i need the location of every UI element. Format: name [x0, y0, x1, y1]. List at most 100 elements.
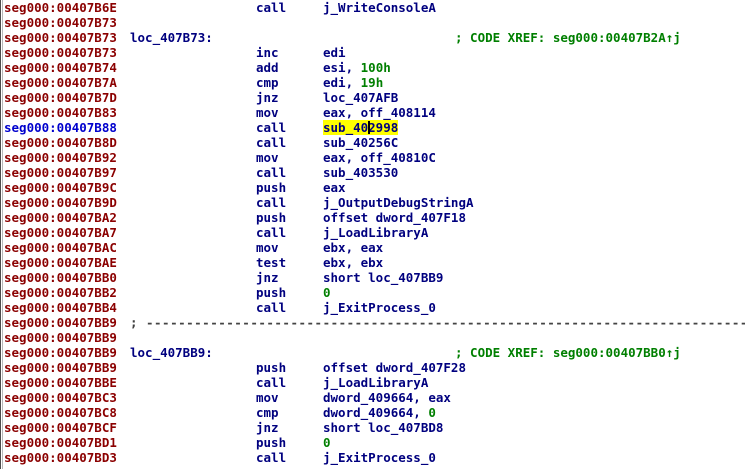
instruction-operands[interactable]: dword_409664, 0 [323, 405, 436, 420]
instruction-operands[interactable]: eax [323, 180, 346, 195]
instruction-mnemonic[interactable]: push [256, 435, 287, 450]
instruction-operands[interactable]: short loc_407BD8 [323, 420, 443, 435]
operand-text[interactable]: j_ExitProcess_0 [323, 450, 436, 465]
instruction-operands[interactable]: edi, 19h [323, 75, 383, 90]
instruction-operands[interactable]: sub_40256C [323, 135, 398, 150]
instruction-operands[interactable]: j_ExitProcess_0 [323, 300, 436, 315]
instruction-operands[interactable]: esi, 100h [323, 60, 391, 75]
instruction-mnemonic[interactable]: call [256, 0, 287, 15]
instruction-operands[interactable]: 0 [323, 435, 331, 450]
instruction-operands[interactable]: sub_403530 [323, 165, 398, 180]
operand-text[interactable]: j_LoadLibraryA [323, 225, 429, 240]
instruction-mnemonic[interactable]: cmp [256, 405, 279, 420]
instruction-mnemonic[interactable]: call [256, 165, 287, 180]
instruction-operands[interactable]: j_LoadLibraryA [323, 225, 428, 240]
instruction-mnemonic[interactable]: call [256, 120, 287, 135]
instruction-operands[interactable]: offset dword_407F18 [323, 210, 466, 225]
code-line[interactable]: seg000:00407BB9 [4, 330, 745, 345]
operand-text[interactable]: j_LoadLibraryA [323, 375, 429, 390]
instruction-mnemonic[interactable]: call [256, 195, 287, 210]
instruction-operands[interactable]: edi [323, 45, 346, 60]
instruction-operands[interactable]: eax, off_40810C [323, 150, 436, 165]
instruction-operands[interactable]: j_WriteConsoleA [323, 0, 436, 15]
operand-text[interactable]: edi, [323, 75, 361, 90]
instruction-mnemonic[interactable]: mov [256, 105, 279, 120]
instruction-operands[interactable]: short loc_407BB9 [323, 270, 443, 285]
instruction-operands[interactable]: loc_407AFB [323, 90, 398, 105]
highlighted-operand[interactable]: sub_402998 [323, 120, 399, 135]
operand-text[interactable]: offset dword_407F18 [323, 210, 466, 225]
operand-text[interactable]: esi, [323, 60, 361, 75]
instruction-mnemonic[interactable]: call [256, 135, 287, 150]
instruction-mnemonic[interactable]: inc [256, 45, 279, 60]
instruction-mnemonic[interactable]: call [256, 375, 287, 390]
numeric-constant[interactable]: 0 [323, 435, 331, 450]
operand-text[interactable]: dword_409664, eax [323, 390, 451, 405]
operand-text[interactable]: ebx, eax [323, 240, 384, 255]
instruction-operands[interactable]: sub_402998 [323, 120, 399, 135]
instruction-mnemonic[interactable]: jnz [256, 90, 279, 105]
instruction-operands[interactable]: eax, off_408114 [323, 105, 436, 120]
operand-text[interactable]: dword_409664, [323, 405, 429, 420]
operand-text[interactable]: sub_40256C [323, 135, 399, 150]
instruction-mnemonic[interactable]: add [256, 60, 279, 75]
instruction-mnemonic[interactable]: call [256, 450, 287, 465]
operand-text[interactable]: sub_403530 [323, 165, 399, 180]
operand-text[interactable]: eax, off_40810C [323, 150, 436, 165]
instruction-mnemonic[interactable]: jnz [256, 270, 279, 285]
instruction-mnemonic[interactable]: call [256, 300, 287, 315]
code-line[interactable]: seg000:00407BB9;------------------------… [4, 315, 745, 330]
instruction-operands[interactable]: j_OutputDebugStringA [323, 195, 474, 210]
instruction-mnemonic[interactable]: push [256, 180, 287, 195]
instruction-mnemonic[interactable]: test [256, 255, 287, 270]
instruction-operands[interactable]: dword_409664, eax [323, 390, 451, 405]
instruction-mnemonic[interactable]: mov [256, 390, 279, 405]
operand-text[interactable]: j_WriteConsoleA [323, 0, 436, 15]
instruction-operands[interactable]: 0 [323, 285, 331, 300]
operand-text[interactable]: loc_407AFB [323, 90, 399, 105]
operand-text[interactable]: ebx, ebx [323, 255, 384, 270]
instruction-mnemonic[interactable]: jnz [256, 420, 279, 435]
operand-text[interactable]: offset dword_407F28 [323, 360, 466, 375]
operand-text[interactable]: edi [323, 45, 346, 60]
instruction-operands[interactable]: ebx, eax [323, 240, 383, 255]
instruction-mnemonic[interactable]: push [256, 285, 287, 300]
code-label[interactable]: loc_407BB9: [130, 345, 213, 360]
instruction-mnemonic[interactable]: cmp [256, 75, 279, 90]
instruction-mnemonic[interactable]: push [256, 210, 287, 225]
operand-text[interactable]: eax, off_408114 [323, 105, 436, 120]
instruction-operands[interactable]: j_LoadLibraryA [323, 375, 428, 390]
numeric-constant[interactable]: 100h [360, 60, 391, 75]
operand-text[interactable]: j_OutputDebugStringA [323, 195, 474, 210]
numeric-constant[interactable]: 0 [428, 405, 436, 420]
instruction-mnemonic[interactable]: mov [256, 150, 279, 165]
code-label[interactable]: loc_407B73: [130, 30, 213, 45]
operand-text[interactable]: short loc_407BD8 [323, 420, 444, 435]
code-line[interactable]: seg000:00407B73 [4, 15, 745, 30]
